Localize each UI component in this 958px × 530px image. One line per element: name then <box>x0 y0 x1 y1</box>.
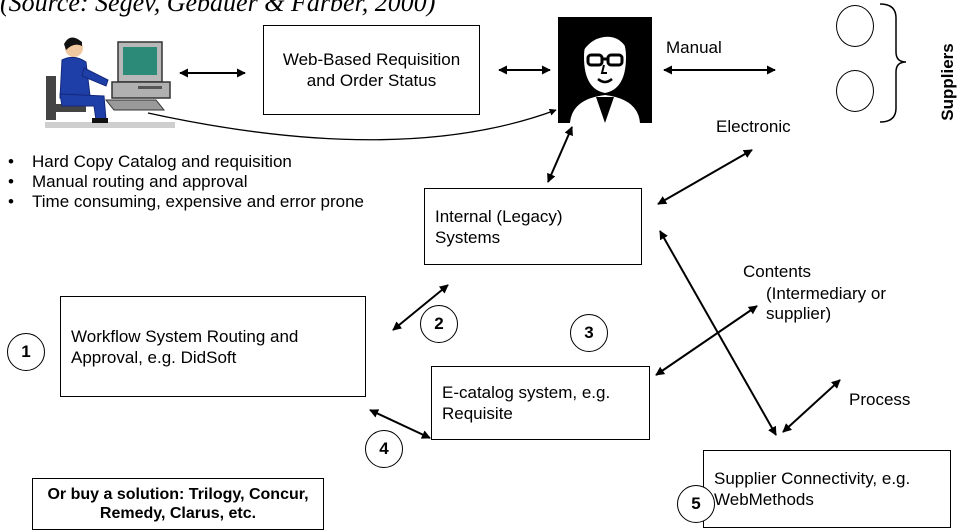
manual-label: Manual <box>666 38 722 57</box>
step-number-1: 1 <box>7 333 45 371</box>
step-number-3: 3 <box>570 314 608 352</box>
workflow-system-box: Workflow System Routing and Approval, e.… <box>60 296 366 397</box>
supplier-connectivity-box: Supplier Connectivity, e.g. WebMethods <box>703 450 951 528</box>
problem-bullet-list: Hard Copy Catalog and requisition Manual… <box>8 152 398 212</box>
supplier-oval <box>836 70 874 112</box>
web-requisition-box: Web-Based Requisition and Order Status <box>263 25 480 115</box>
bullet-item: Manual routing and approval <box>8 172 398 192</box>
electronic-label: Electronic <box>716 117 791 136</box>
arrow-legacy-workflow <box>392 284 449 331</box>
process-label: Process <box>849 390 911 409</box>
arrow-electronic <box>657 149 753 205</box>
buy-solution-box: Or buy a solution: Trilogy, Concur, Reme… <box>32 478 324 530</box>
step-number-5: 5 <box>677 485 715 523</box>
arrow-contents <box>655 305 758 376</box>
supplier-oval <box>836 5 874 47</box>
curve-person-manager <box>147 108 557 141</box>
arrow-workflow-ecatalog <box>369 409 431 439</box>
source-citation: (Source: Segev, Gebauer & Farber, 2000) <box>0 0 436 17</box>
bullet-item: Hard Copy Catalog and requisition <box>8 152 398 172</box>
arrow-manager-legacy <box>547 126 573 183</box>
suppliers-brace <box>879 3 907 123</box>
legacy-systems-box: Internal (Legacy) Systems <box>424 188 642 265</box>
person-at-computer-icon <box>45 37 175 128</box>
ecatalog-system-box: E-catalog system, e.g. Requisite <box>431 366 650 440</box>
contents-sub-label: (Intermediary or supplier) <box>766 284 886 323</box>
manager-portrait-icon <box>558 17 652 123</box>
bullet-item: Time consuming, expensive and error pron… <box>8 192 398 212</box>
arrow-process <box>782 379 841 433</box>
